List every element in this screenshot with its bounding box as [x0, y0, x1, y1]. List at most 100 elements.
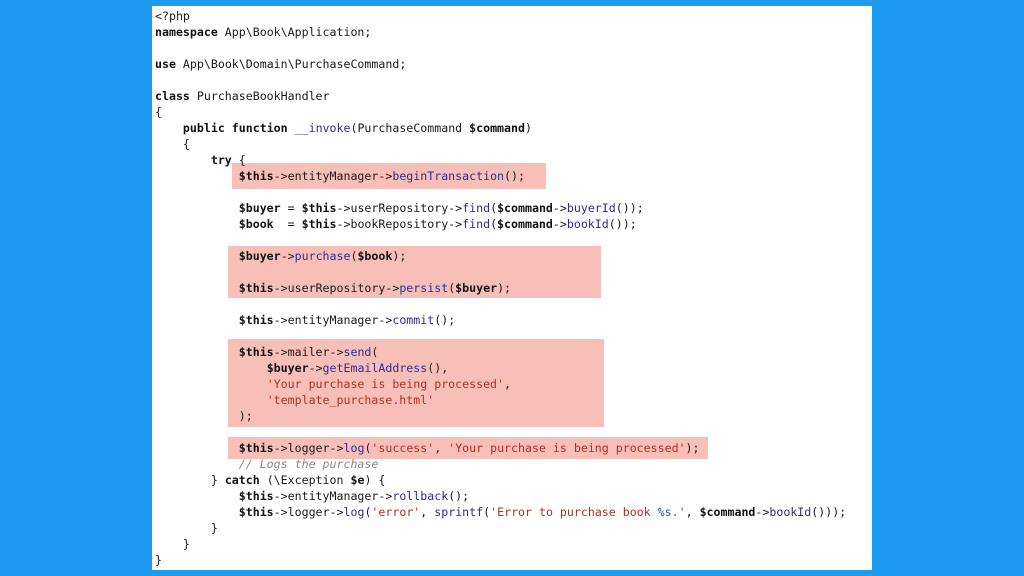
code-token: use: [155, 57, 176, 71]
code-token: $this: [238, 313, 274, 327]
code-token: {: [155, 137, 190, 151]
code-token: buyerId: [566, 201, 616, 215]
code-token: $this: [238, 345, 274, 359]
code-token: bookId: [566, 217, 609, 231]
code-line: $buyer->purchase($book);: [155, 248, 846, 264]
code-token: 'template_purchase.html': [266, 393, 435, 407]
code-line: $this->entityManager->commit();: [155, 312, 846, 328]
code-token: 'Your purchase is being processed': [448, 441, 686, 455]
code-line: $this->entityManager->rollback();: [155, 488, 846, 504]
code-token: [155, 505, 239, 519]
code-line: } catch (\Exception $e) {: [155, 472, 846, 488]
code-token: ->userRepository->: [336, 201, 463, 215]
code-line: $buyer->getEmailAddress(),: [155, 360, 846, 376]
code-token: [155, 313, 239, 327]
code-token: $this: [238, 489, 274, 503]
code-token: [155, 489, 239, 503]
code-token: ->userRepository->: [273, 281, 400, 295]
code-line: $book = $this->bookRepository->find($com…: [155, 216, 846, 232]
code-token: 'error': [371, 505, 421, 519]
code-token: 'Error to purchase book: [490, 505, 658, 519]
code-line: {: [155, 136, 846, 152]
code-token: bookId: [769, 505, 812, 519]
code-token: (\Exception: [259, 473, 351, 487]
code-token: [155, 377, 267, 391]
code-token: [155, 249, 239, 263]
code-token: (: [483, 505, 491, 519]
code-token: [155, 217, 239, 231]
code-token: function: [231, 121, 288, 135]
code-token: $buyer: [455, 281, 498, 295]
code-token: (: [490, 217, 498, 231]
code-token: [155, 393, 267, 407]
highlight-mailer-send: [228, 339, 604, 427]
code-token: 'Your purchase is being processed': [266, 377, 505, 391]
code-token: $command: [497, 217, 553, 231]
code-token: $command: [497, 201, 553, 215]
code-token: =: [280, 201, 302, 215]
code-line: }: [155, 536, 846, 552]
code-token: <?php: [155, 9, 190, 23]
highlight-begin-transaction: [232, 163, 546, 189]
code-line: use App\Book\Domain\PurchaseCommand;: [155, 56, 846, 72]
code-line: class PurchaseBookHandler: [155, 88, 846, 104]
code-line: 'template_purchase.html': [155, 392, 846, 408]
code-line: }: [155, 552, 846, 568]
code-line: // Logs the purchase: [155, 456, 846, 472]
code-token: (: [364, 441, 372, 455]
code-token: }: [155, 473, 225, 487]
code-line: [155, 264, 846, 280]
code-token: $this: [238, 441, 274, 455]
code-token: rollback: [392, 489, 449, 503]
code-token: $command: [469, 121, 525, 135]
code-token: $this: [238, 281, 274, 295]
code-token: ,: [685, 505, 700, 519]
code-line: [155, 328, 846, 344]
code-token: ->: [308, 361, 323, 375]
code-token: }: [155, 521, 218, 535]
code-token: ->entityManager->: [273, 313, 393, 327]
code-token: App\Book\Domain\PurchaseCommand;: [175, 57, 407, 71]
code-token: .': [671, 505, 686, 519]
code-token: ();: [448, 489, 470, 503]
highlight-purchase-persist: [228, 246, 601, 298]
code-line: $this->entityManager->beginTransaction()…: [155, 168, 846, 184]
code-token: // Logs the purchase: [238, 457, 379, 471]
code-token: [225, 121, 232, 135]
code-token: ()));: [811, 505, 847, 519]
code-token: [155, 153, 211, 167]
code-token: commit: [392, 313, 435, 327]
code-token: $book: [238, 217, 274, 231]
code-token: ->mailer->: [273, 345, 344, 359]
code-token: [155, 345, 239, 359]
code-line: namespace App\Book\Application;: [155, 24, 846, 40]
code-token: ->logger->: [273, 505, 344, 519]
code-token: [155, 281, 239, 295]
code-token: try: [210, 153, 232, 167]
code-token: $book: [357, 249, 393, 263]
code-token: purchase: [294, 249, 351, 263]
code-token: {: [155, 105, 162, 119]
code-token: ();: [504, 169, 525, 183]
code-token: (: [371, 345, 379, 359]
code-token: $command: [699, 505, 756, 519]
code-token: }: [155, 537, 190, 551]
code-line: $buyer = $this->userRepository->find($co…: [155, 200, 846, 216]
code-token: }: [155, 553, 162, 567]
code-token: catch: [224, 473, 260, 487]
code-token: ,: [420, 505, 435, 519]
code-token: {: [231, 153, 246, 167]
code-token: $this: [301, 217, 337, 231]
code-line: {: [155, 104, 846, 120]
code-token: log: [343, 505, 365, 519]
code-token: ) {: [364, 473, 386, 487]
code-token: =: [273, 217, 302, 231]
code-token: [288, 121, 295, 135]
code-line: }: [155, 520, 846, 536]
code-token: ,: [504, 377, 511, 391]
code-token: [155, 361, 267, 375]
code-token: $buyer: [238, 249, 281, 263]
code-line: [155, 72, 846, 88]
code-token: ->: [755, 505, 770, 519]
